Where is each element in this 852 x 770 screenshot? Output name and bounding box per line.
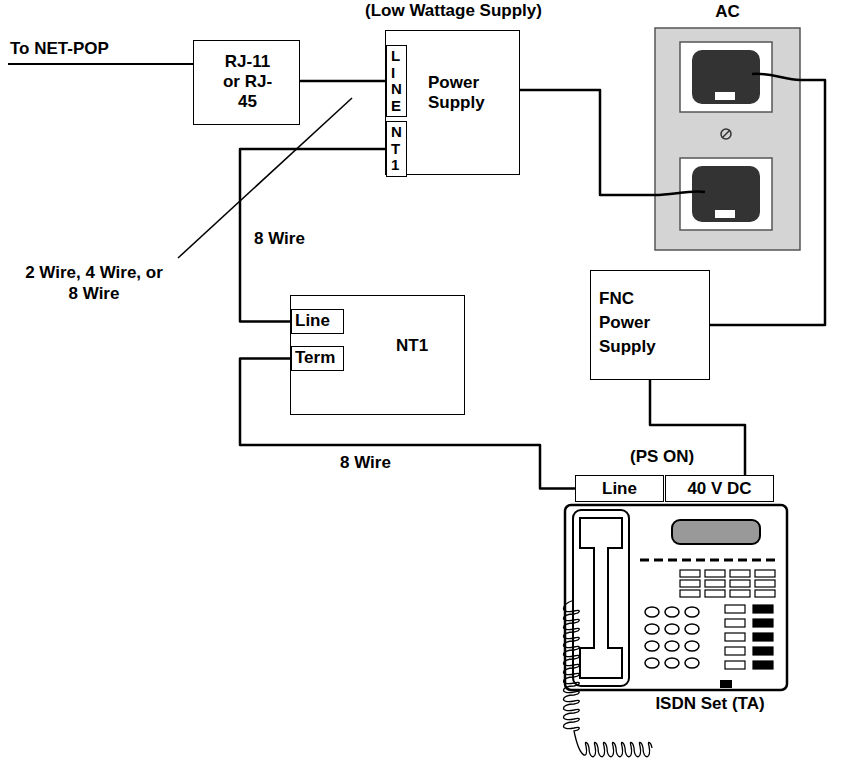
key: [685, 641, 699, 651]
line-key: [725, 605, 745, 613]
line-key: [753, 647, 773, 655]
box-label: LINE: [391, 48, 399, 114]
key: [685, 624, 699, 634]
annotation-label: To NET-POP: [8, 38, 111, 59]
key: [665, 641, 679, 651]
feature-key: [755, 580, 775, 587]
box-label: Term: [295, 348, 335, 368]
isdn-phone: [564, 505, 788, 757]
box-label: Power Supply: [428, 73, 510, 114]
port-box: Line: [575, 475, 664, 502]
line-key: [753, 619, 773, 627]
port-box: NT1: [386, 121, 407, 177]
ac-outlet: [655, 28, 800, 250]
cable: [710, 80, 825, 325]
isdn-set: ISDN Set (TA) Line40 V DC: [560, 472, 792, 762]
box-label: Line: [295, 311, 330, 331]
feature-key: [705, 590, 725, 597]
line-key: [725, 619, 745, 627]
port-box: Term: [291, 346, 344, 371]
feature-key: [680, 590, 700, 597]
cable-label: 8 Wire: [338, 452, 393, 473]
box-label: NT1: [391, 124, 399, 174]
annotation-label: 2 Wire, 4 Wire, or 8 Wire: [22, 262, 166, 305]
feature-key: [755, 590, 775, 597]
key: [665, 658, 679, 668]
cable: [520, 90, 655, 195]
key: [645, 607, 659, 617]
netpop-line: [8, 63, 193, 65]
feature-key: [705, 580, 725, 587]
coiled-cord: [564, 600, 653, 757]
box-label: NT1: [396, 336, 428, 356]
key: [645, 641, 659, 651]
box-label: FNC Power Supply: [599, 287, 677, 358]
nt1-box: NT1 LineTerm: [290, 295, 465, 415]
feature-key: [680, 580, 700, 587]
port-box: 40 V DC: [665, 475, 774, 502]
key: [665, 607, 679, 617]
feature-key: [730, 570, 750, 577]
line-key: [753, 605, 773, 613]
ac-outlet: AC: [655, 28, 800, 250]
foot: [720, 680, 732, 688]
key: [645, 624, 659, 634]
box-label: Line: [576, 478, 663, 498]
line-key: [753, 633, 773, 641]
box-label: ISDN Set (TA): [655, 694, 765, 714]
line-key: [725, 633, 745, 641]
feature-key: [730, 590, 750, 597]
heading-text: (Low Wattage Supply): [361, 1, 546, 21]
feature-key: [730, 580, 750, 587]
cable: [300, 80, 386, 83]
key: [645, 658, 659, 668]
feature-key: [705, 570, 725, 577]
cable-label: 8 Wire: [252, 228, 307, 249]
key: [685, 607, 699, 617]
feature-key: [680, 570, 700, 577]
box-label: RJ-11 or RJ-45: [214, 52, 281, 113]
power-supply-box: (Low Wattage Supply)Power SupplyLINENT1: [385, 30, 520, 175]
box-label: AC: [655, 2, 800, 22]
line-key: [753, 661, 773, 669]
line-key: [725, 661, 745, 669]
line-key: [725, 647, 745, 655]
fnc-power-supply-box: FNC Power Supply: [590, 270, 710, 380]
key: [665, 624, 679, 634]
port-box: Line: [291, 309, 344, 334]
jack-box: RJ-11 or RJ-45: [193, 40, 300, 125]
box-label: 40 V DC: [666, 478, 773, 498]
annotation-label: (PS ON): [628, 446, 696, 467]
port-box: LINE: [386, 45, 407, 117]
feature-key: [755, 570, 775, 577]
key: [685, 658, 699, 668]
